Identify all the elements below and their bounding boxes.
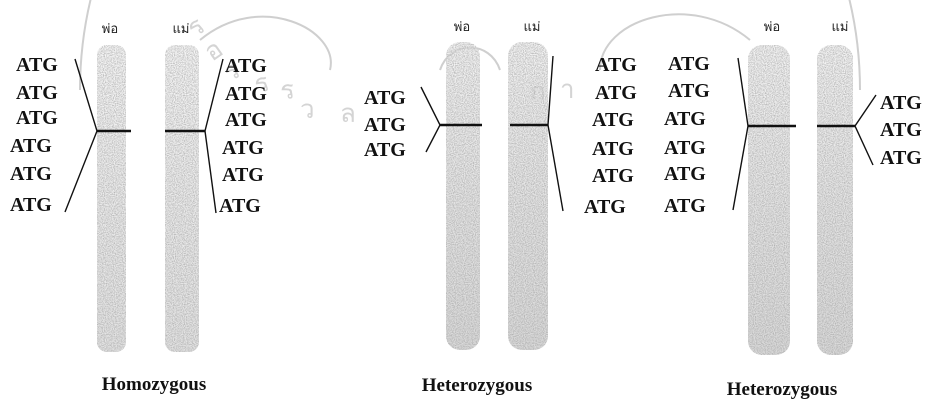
repeat-label: ATG [225,109,267,131]
repeat-label: ATG [880,119,922,141]
father-chromosome-texture [748,45,790,355]
repeat-label: ATG [664,108,706,130]
repeat-label: ATG [225,55,267,77]
repeat-label: ATG [16,82,58,104]
repeat-label: ATG [364,114,406,136]
panel-caption: Heterozygous [727,379,837,400]
repeat-label: ATG [16,107,58,129]
repeat-label: ATG [592,165,634,187]
repeat-label: ATG [16,54,58,76]
repeat-label: ATG [592,109,634,131]
repeat-label: ATG [668,53,710,75]
repeat-label: ATG [880,92,922,114]
repeat-label: ATG [222,137,264,159]
father-repeat-bracket [733,58,748,210]
repeat-label: ATG [225,83,267,105]
mother-label: แม่ [832,20,849,35]
watermark-char: ร [278,75,297,107]
mother-chromosome-texture [165,45,199,352]
repeat-label: ATG [664,195,706,217]
repeat-label: ATG [592,138,634,160]
repeat-label: ATG [584,196,626,218]
repeat-label: ATG [364,139,406,161]
repeat-label: ATG [10,135,52,157]
mother-chromosome-texture [817,45,853,355]
mother-repeat-bracket [205,59,223,213]
father-label: พ่อ [764,20,780,35]
panel-caption: Homozygous [102,374,207,395]
father-chromosome-texture [446,42,480,350]
panel-caption: Heterozygous [422,375,532,396]
father-chromosome-texture [97,45,126,352]
repeat-label: ATG [595,82,637,104]
watermark-char: ว [300,95,315,125]
father-repeat-bracket [421,87,440,152]
repeat-label: ATG [664,137,706,159]
repeat-label: ATG [219,195,261,217]
panel-heterozygous-2: พ่อ แม่ ATG ATG ATG ATG ATG ATG ATG ATG … [664,20,922,400]
father-label: พ่อ [102,22,118,37]
watermark-char: า [560,75,575,105]
watermark-char: ล [340,99,356,129]
repeat-label: ATG [880,147,922,169]
mother-label: แม่ [524,20,541,35]
repeat-label: ATG [10,194,52,216]
repeat-label: ATG [595,54,637,76]
repeat-label: ATG [364,87,406,109]
mother-repeat-bracket [855,95,876,165]
panel-heterozygous-1: พ่อ แม่ ATG ATG ATG ATG ATG ATG ATG ATG … [364,20,637,396]
repeat-label: ATG [10,163,52,185]
mother-chromosome-texture [508,42,548,350]
father-label: พ่อ [454,20,470,35]
repeat-label: ATG [668,80,710,102]
repeat-label: ATG [664,163,706,185]
mother-label: แม่ [173,22,190,37]
repeat-label: ATG [222,164,264,186]
